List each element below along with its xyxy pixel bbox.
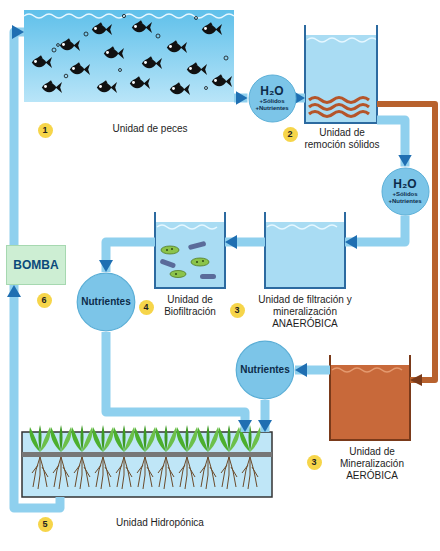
- circle-outline: [236, 341, 294, 399]
- water-pipe: [106, 242, 155, 272]
- unit-caption-block: Unidad de remoción sólidos: [300, 127, 384, 151]
- unit-caption-block: Unidad de Mineralización AERÓBICA: [322, 446, 422, 482]
- circle-outline: [381, 167, 428, 214]
- circle-content: H₂O+Sólidos +Nutrientes: [388, 178, 421, 205]
- water-pipe: [295, 366, 330, 375]
- circle-title: Nutrientes: [240, 364, 289, 376]
- nutrient-circle: Nutrientes: [235, 340, 295, 400]
- unit-caption: Unidad Hidropónica: [90, 517, 230, 529]
- circle-subtext: +Sólidos +Nutrientes: [255, 98, 288, 112]
- hydroponic-unit: Unidad Hidropónica: [22, 432, 272, 497]
- unit-caption-block: Unidad de Biofiltración: [150, 294, 230, 318]
- unit-caption-block: Unidad de filtración y mineralización AN…: [249, 294, 361, 330]
- circle-subtext: +Sólidos +Nutrientes: [388, 191, 421, 205]
- circle-content: H₂O+Sólidos +Nutrientes: [255, 85, 288, 112]
- pump-label: BOMBA: [13, 258, 58, 272]
- circle-outline: [248, 74, 295, 121]
- water-pipe: [297, 94, 306, 103]
- bacteria: [159, 241, 216, 279]
- fish-unit: Unidad de peces: [24, 10, 234, 102]
- water-pipe: [14, 285, 60, 508]
- water-pipe: [106, 332, 245, 432]
- water-pipe: [234, 94, 248, 103]
- callout-number: 3: [307, 455, 322, 470]
- hydroponic-drawing: [22, 425, 272, 497]
- water-pipe: [225, 238, 265, 247]
- unit-caption-block: Unidad Hidropónica: [90, 517, 230, 529]
- water-pipe: [261, 400, 270, 432]
- circle-title: H₂O: [255, 85, 288, 98]
- circle-content: Nutrientes: [240, 364, 289, 376]
- unit-caption: Unidad de filtración y mineralización AN…: [249, 294, 361, 330]
- nutrient-circle: Nutrientes: [76, 272, 136, 332]
- unit-caption: Unidad de Mineralización AERÓBICA: [322, 446, 422, 482]
- water-pipe: [377, 120, 405, 167]
- water-pipe: [14, 32, 24, 245]
- unit-caption: Unidad de peces: [90, 123, 210, 135]
- water-pipe: [345, 216, 405, 243]
- callout-number: 5: [38, 517, 53, 532]
- callout-number: 3: [230, 303, 245, 318]
- solids-tank-drawing: [305, 25, 377, 123]
- anaerobic-unit: Unidad de filtración y mineralización AN…: [265, 222, 345, 288]
- biofilter-tank-drawing: [155, 212, 225, 288]
- fish-tank-drawing: [24, 10, 234, 102]
- circle-content: Nutrientes: [81, 296, 130, 308]
- circle-title: Nutrientes: [81, 296, 130, 308]
- unit-caption: Unidad de Biofiltración: [150, 294, 230, 318]
- aerobic-unit: Unidad de Mineralización AERÓBICA: [330, 365, 410, 440]
- circle-outline: [77, 273, 135, 331]
- box-content: BOMBA: [13, 258, 58, 272]
- biofilter-unit: Unidad de Biofiltración: [155, 222, 225, 288]
- callout-number: 1: [38, 123, 53, 138]
- aerobic-tank-drawing: [330, 355, 410, 440]
- solids-removal-unit: Unidad de remoción sólidos: [305, 35, 377, 123]
- flow-circle: H₂O+Sólidos +Nutrientes: [381, 167, 430, 216]
- unit-caption: Unidad de remoción sólidos: [300, 127, 384, 151]
- callout-number: 2: [283, 127, 298, 142]
- callout-number: 6: [37, 293, 52, 308]
- anaerobic-tank-drawing: [265, 212, 345, 288]
- unit-caption-block: Unidad de peces: [90, 123, 210, 135]
- circle-title: H₂O: [388, 178, 421, 191]
- flow-circle: H₂O+Sólidos +Nutrientes: [248, 74, 297, 123]
- pump-box: BOMBA: [6, 245, 66, 285]
- sludge-pipe: [377, 104, 435, 380]
- callout-number: 4: [139, 300, 154, 315]
